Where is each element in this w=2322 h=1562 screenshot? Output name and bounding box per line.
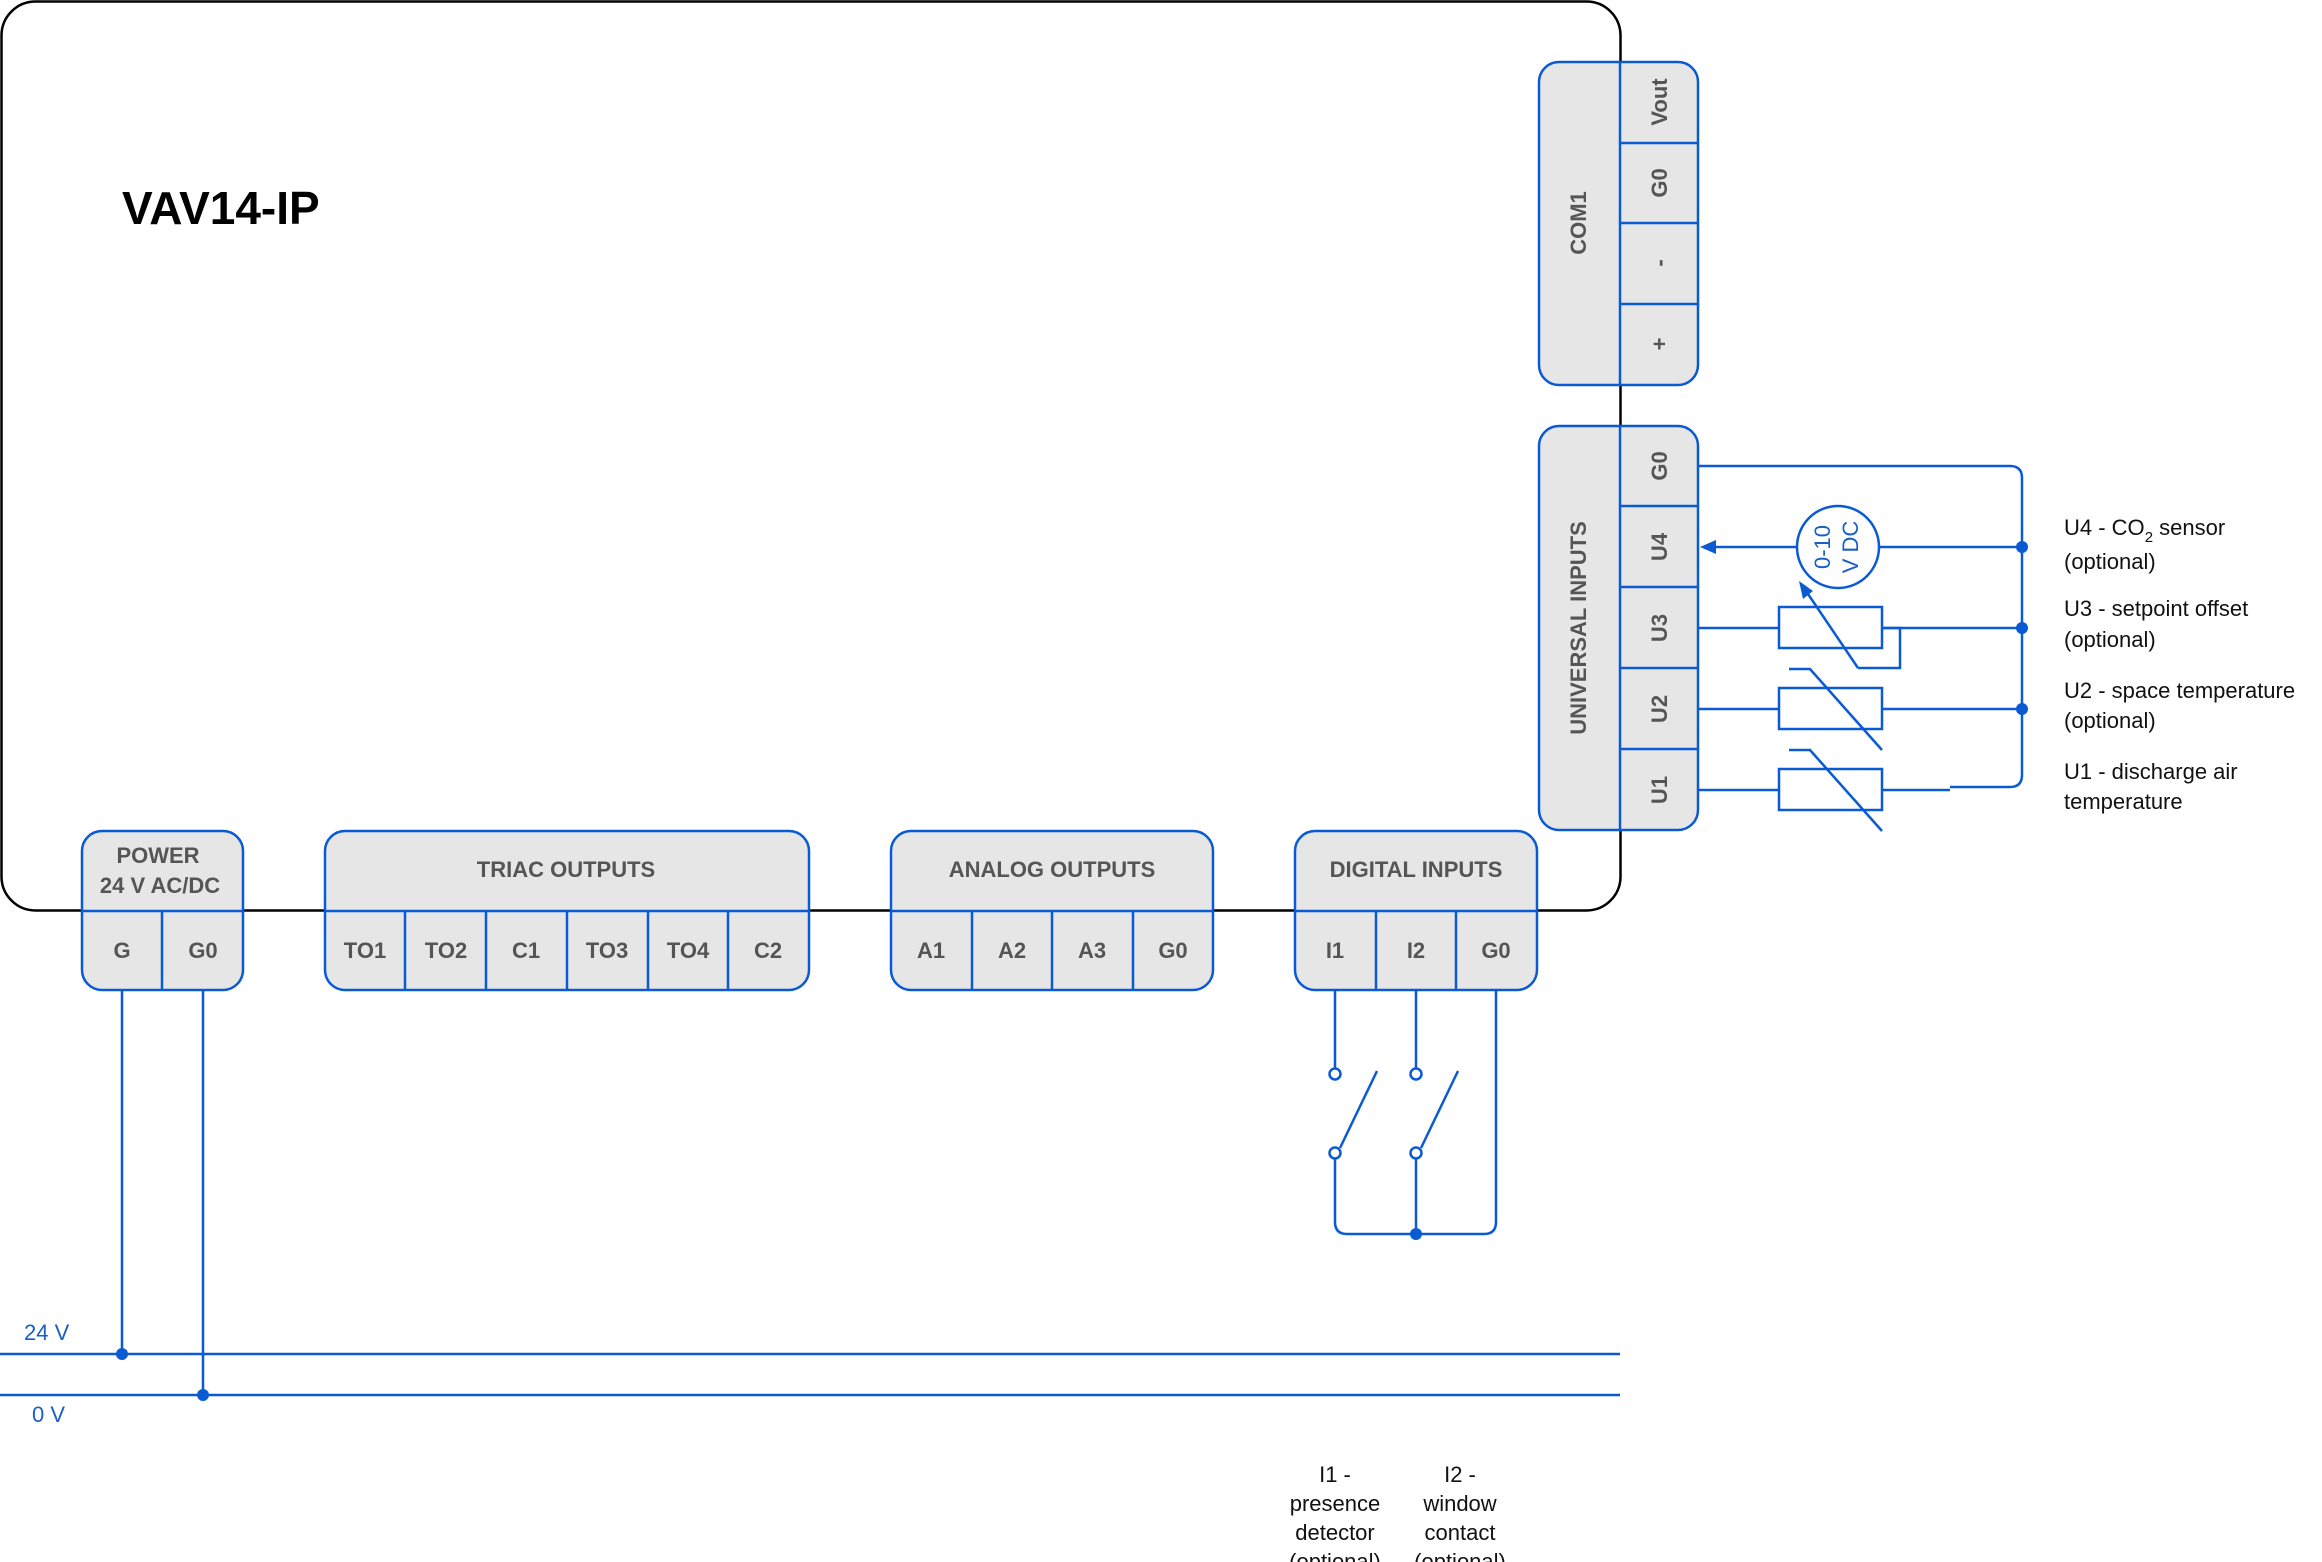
digital-pin-i1: I1	[1326, 938, 1344, 963]
rail-0v-junction	[197, 1389, 209, 1401]
u1-label-line1: U1 - discharge air	[2064, 759, 2238, 784]
triac-pin-to2: TO2	[425, 938, 467, 963]
rail-24v-junction	[116, 1348, 128, 1360]
analog-outputs-terminal-block: ANALOG OUTPUTS A1 A2 A3 G0	[889, 829, 1215, 992]
i2-switch-contact	[1419, 1070, 1460, 1149]
u2-label-line1: U2 - space temperature	[2064, 678, 2295, 703]
com1-header: COM1	[1566, 191, 1591, 255]
digital-inputs-terminal-block: DIGITAL INPUTS I1 I2 G0	[1293, 829, 1539, 992]
com1-pin-g0: G0	[1647, 168, 1672, 197]
power-rails	[0, 990, 1620, 1397]
u3-label-line2: (optional)	[2064, 627, 2156, 652]
u2-bus-junction	[2016, 703, 2028, 715]
digital-pin-g0: G0	[1481, 938, 1510, 963]
digital-inputs-junction	[1410, 1228, 1422, 1240]
digital-pin-i2: I2	[1407, 938, 1425, 963]
svg-text:I2 -: I2 -	[1444, 1462, 1476, 1487]
meter-line2: V DC	[1838, 521, 1863, 574]
analog-outputs-header: ANALOG OUTPUTS	[949, 857, 1156, 882]
u1-thermistor	[1777, 748, 1884, 832]
u4-label-line2: (optional)	[2064, 549, 2156, 574]
device-title: VAV14-IP	[122, 182, 320, 234]
i2-switch-top-terminal	[1409, 1067, 1423, 1081]
device-enclosure	[0, 0, 1622, 912]
u3-bus-junction	[2016, 622, 2028, 634]
svg-text:contact: contact	[1425, 1520, 1496, 1545]
ui-pin-g0: G0	[1647, 451, 1672, 480]
svg-text:detector: detector	[1295, 1520, 1375, 1545]
com1-pin-minus: -	[1647, 259, 1672, 266]
triac-pin-c2: C2	[754, 938, 782, 963]
ui-pin-u3: U3	[1647, 614, 1672, 642]
ui-pin-u2: U2	[1647, 695, 1672, 723]
u3-potentiometer	[1777, 581, 1902, 670]
u4-label-line1: U4 - CO2 sensor	[2064, 515, 2225, 546]
rail-0v-label: 0 V	[32, 1402, 65, 1427]
co2-sensor-meter: 0-10 V DC	[1795, 504, 1881, 590]
svg-text:window: window	[1422, 1491, 1496, 1516]
analog-pin-a1: A1	[917, 938, 945, 963]
power-pin-g: G	[113, 938, 130, 963]
analog-pin-a3: A3	[1078, 938, 1106, 963]
digital-input-wiring	[1333, 990, 1498, 1236]
power-header-line2: 24 V AC/DC	[100, 873, 220, 898]
power-header-line1: POWER	[116, 843, 199, 868]
triac-pin-to1: TO1	[344, 938, 386, 963]
com1-pin-vout: Vout	[1647, 78, 1672, 126]
svg-text:(optional): (optional)	[1414, 1549, 1506, 1562]
svg-text:presence: presence	[1290, 1491, 1381, 1516]
power-pin-g0: G0	[188, 938, 217, 963]
svg-text:I1 -: I1 -	[1319, 1462, 1351, 1487]
i2-switch-bottom-terminal	[1409, 1146, 1423, 1160]
rail-24v-label: 24 V	[24, 1320, 70, 1345]
i1-switch-top-terminal	[1328, 1067, 1342, 1081]
u4-arrow-icon	[1700, 540, 1716, 554]
triac-pin-to4: TO4	[667, 938, 710, 963]
triac-outputs-terminal-block: TRIAC OUTPUTS TO1 TO2 C1 TO3 TO4 C2	[323, 829, 811, 992]
com1-terminal-block: COM1 Vout G0 - +	[1537, 60, 1700, 387]
i1-switch-bottom-terminal	[1328, 1146, 1342, 1160]
u2-label-line2: (optional)	[2064, 708, 2156, 733]
universal-inputs-header: UNIVERSAL INPUTS	[1566, 521, 1591, 735]
i1-switch-contact	[1338, 1070, 1379, 1149]
i1-label: I1 - presence detector (optional)	[1289, 1462, 1381, 1562]
ui-pin-u1: U1	[1647, 776, 1672, 804]
analog-pin-a2: A2	[998, 938, 1026, 963]
universal-inputs-terminal-block: UNIVERSAL INPUTS G0 U4 U3 U2 U1	[1537, 424, 1700, 832]
triac-pin-to3: TO3	[586, 938, 628, 963]
analog-pin-g0: G0	[1158, 938, 1187, 963]
power-terminal-block: POWER 24 V AC/DC G G0	[80, 829, 245, 992]
i2-label: I2 - window contact (optional)	[1414, 1462, 1506, 1562]
svg-text:(optional): (optional)	[1289, 1549, 1381, 1562]
triac-pin-c1: C1	[512, 938, 540, 963]
meter-line1: 0-10	[1810, 525, 1835, 569]
u4-bus-junction	[2016, 541, 2028, 553]
ui-pin-u4: U4	[1647, 532, 1672, 561]
com1-pin-plus: +	[1647, 338, 1672, 351]
u1-label-line2: temperature	[2064, 789, 2183, 814]
digital-inputs-header: DIGITAL INPUTS	[1330, 857, 1503, 882]
u2-thermistor	[1777, 667, 1884, 751]
u3-label-line1: U3 - setpoint offset	[2064, 596, 2248, 621]
triac-outputs-header: TRIAC OUTPUTS	[477, 857, 655, 882]
